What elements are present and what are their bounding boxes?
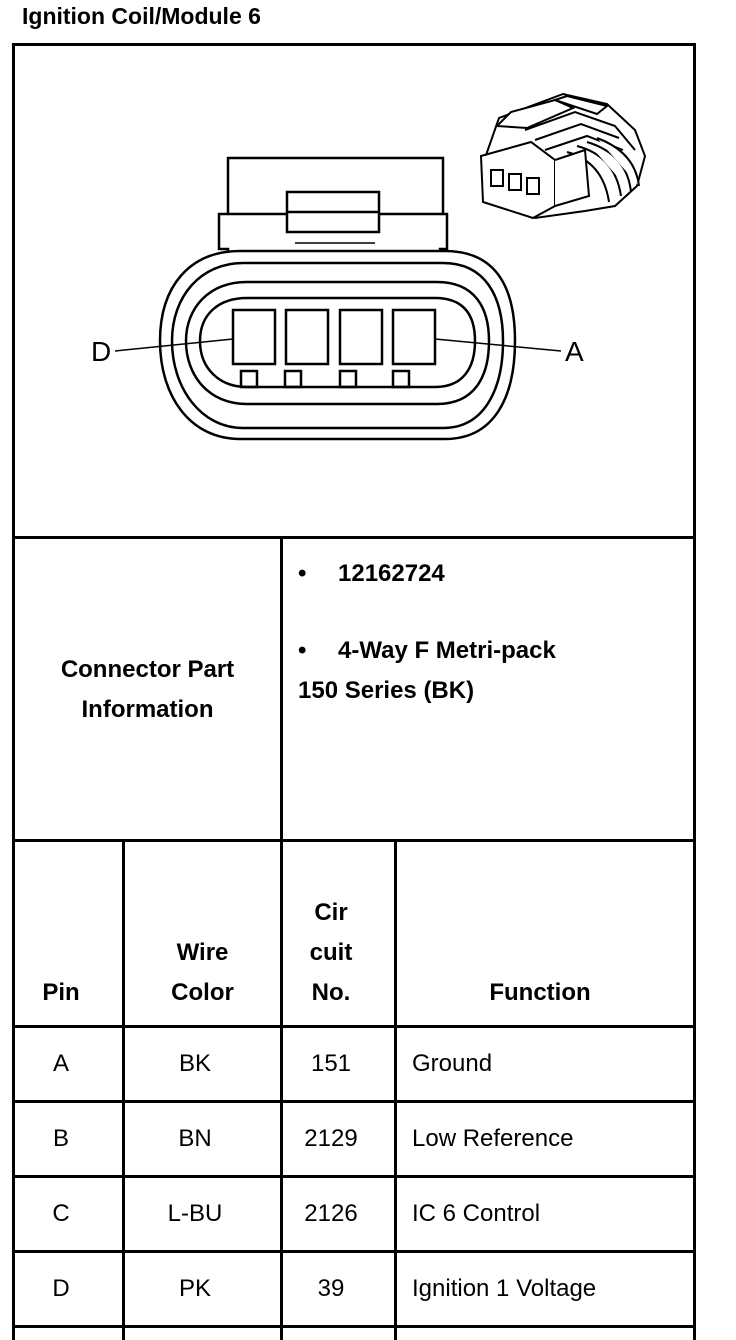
header-pin: Pin <box>42 979 80 1006</box>
connector-diagram: D A <box>15 46 693 536</box>
connector-info-label-line1: Connector Part <box>60 656 235 683</box>
divider <box>12 1250 696 1253</box>
pin-label-a: A <box>565 336 584 367</box>
cell-pin: D <box>52 1275 70 1302</box>
header-circuit-line2: cuit <box>309 939 353 966</box>
connector-type: 4-Way F Metri-pack <box>338 637 556 664</box>
bullet-icon: • <box>298 560 307 587</box>
page-title: Ignition Coil/Module 6 <box>22 3 261 29</box>
divider <box>12 536 696 539</box>
connector-perspective-illustration <box>479 92 647 220</box>
header-wire-color-line1: Wire <box>176 939 229 966</box>
cell-pin: C <box>52 1200 70 1227</box>
connector-info-label-line2: Information <box>81 696 214 723</box>
divider <box>12 1025 696 1028</box>
divider <box>12 1325 696 1328</box>
cell-function: IC 6 Control <box>412 1200 541 1227</box>
cell-wire-color: PK <box>178 1275 211 1302</box>
cell-circuit: 2129 <box>304 1125 358 1152</box>
bullet-icon: • <box>298 637 307 664</box>
cell-circuit: 151 <box>310 1050 352 1077</box>
cell-circuit: 2126 <box>304 1200 358 1227</box>
cell-pin: A <box>52 1050 69 1077</box>
cell-wire-color: L-BU <box>167 1200 223 1227</box>
cell-function: Ground <box>412 1050 493 1077</box>
cell-pin: B <box>52 1125 69 1152</box>
divider <box>12 1100 696 1103</box>
cell-function: Ignition 1 Voltage <box>412 1275 597 1302</box>
cell-wire-color: BN <box>178 1125 212 1152</box>
divider <box>280 537 283 1340</box>
divider <box>12 1175 696 1178</box>
connector-face-drawing: D A <box>91 92 647 441</box>
divider <box>122 840 125 1340</box>
cell-circuit: 39 <box>317 1275 345 1302</box>
connector-series: 150 Series (BK) <box>298 677 475 704</box>
divider <box>12 839 696 842</box>
part-number: 12162724 <box>338 560 445 587</box>
header-circuit-line3: No. <box>311 979 351 1006</box>
cell-wire-color: BK <box>178 1050 211 1077</box>
cell-function: Low Reference <box>412 1125 574 1152</box>
header-wire-color-line2: Color <box>171 979 234 1006</box>
divider <box>394 840 397 1340</box>
header-function: Function <box>489 979 591 1006</box>
header-circuit-line1: Cir <box>314 899 348 926</box>
pin-label-d: D <box>91 336 111 367</box>
connector-table-frame <box>12 43 696 1340</box>
